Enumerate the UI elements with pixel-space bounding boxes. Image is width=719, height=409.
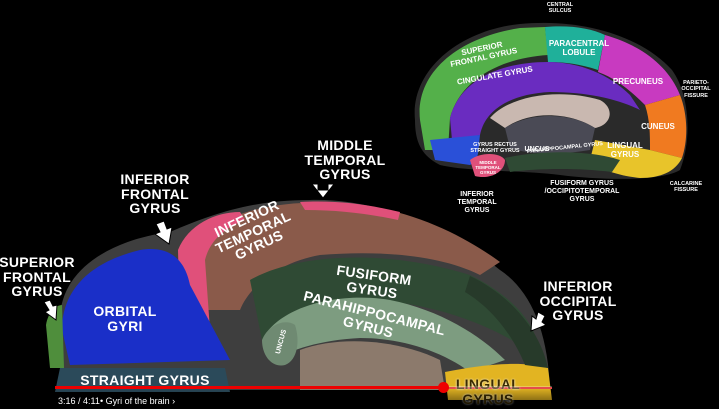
- region-uncus: [262, 322, 298, 366]
- label-arrows: [43, 183, 548, 332]
- inset-frontal-blue: [430, 135, 480, 165]
- label-middle-temporal: MIDDLE TEMPORAL GYRUS: [304, 137, 386, 183]
- region-inferior-temporal: [200, 202, 500, 310]
- region-brainstem: [300, 341, 445, 390]
- label-inferior-frontal: INFERIOR FRONTAL GYRUS: [120, 171, 190, 217]
- arrow-middle-temporal: [310, 183, 336, 199]
- region-parahippocampal: [265, 297, 505, 372]
- inset-cuneus: [645, 95, 687, 158]
- inset-label-central-sulcus: CENTRAL SULCUS: [546, 2, 574, 15]
- inset-superior-frontal: [419, 27, 548, 150]
- label-inferior-occipital: INFERIOR OCCIPITAL GYRUS: [539, 278, 617, 324]
- player-controls-bar: [0, 388, 719, 409]
- chapter-title-button[interactable]: • Gyri of the brain ›: [100, 396, 176, 406]
- inset-label-precuneus: PRECUNEUS: [612, 77, 664, 86]
- region-superior-frontal-sliver: [46, 305, 64, 368]
- arrow-inferior-occipital: [530, 311, 548, 332]
- inset-label-calcarine: CALCARINE FISSURE: [669, 181, 703, 194]
- inset-label-paracentral: PARACENTRAL LOBULE: [548, 39, 610, 57]
- inset-label-cuneus: CUNEUS: [641, 122, 675, 131]
- inset-label-gyrus-rectus: GYRUS RECTUS STRAIGHT GYRUS: [470, 142, 520, 155]
- inset-fusiform: [505, 152, 620, 172]
- inset-label-lingual: LINGUAL GYRUS: [607, 141, 643, 159]
- inset-thalamus: [505, 116, 595, 154]
- inset-label-uncus: UNCUS: [524, 146, 550, 153]
- region-inferior-occipital: [465, 276, 548, 368]
- inset-cingulate: [450, 62, 640, 140]
- arrow-inferior-frontal: [153, 220, 173, 245]
- inset-label-parieto-occipital: PARIETO- OCCIPITAL FISSURE: [681, 80, 711, 99]
- inset-brain: [414, 22, 688, 179]
- progress-fill: [55, 386, 443, 389]
- progress-bar[interactable]: [55, 386, 552, 389]
- region-orbital: [62, 249, 230, 365]
- time-display: 3:16 / 4:11: [58, 396, 100, 406]
- scrubber-handle[interactable]: [437, 382, 449, 393]
- inset-label-inferior-temporal: INFERIOR TEMPORAL GYRUS: [457, 191, 497, 215]
- inset-middle-temporal: [470, 154, 505, 178]
- label-superior-frontal: SUPERIOR FRONTAL GYRUS: [0, 254, 75, 300]
- inset-precuneus: [598, 35, 680, 105]
- inset-corpus-callosum: [490, 94, 610, 128]
- inset-label-middle-temporal: MIDDLE TEMPORAL GYRUS: [475, 160, 501, 176]
- label-orbital: ORBITAL GYRI: [93, 303, 157, 334]
- label-straight: STRAIGHT GYRUS: [80, 372, 210, 388]
- inset-label-fusiform-occipitotemporal: FUSIFORM GYRUS /OCCIPITOTEMPORAL GYRUS: [544, 180, 620, 204]
- arrow-superior-frontal: [43, 299, 58, 321]
- inset-paracentral: [545, 26, 605, 70]
- region-pink-top: [300, 201, 400, 220]
